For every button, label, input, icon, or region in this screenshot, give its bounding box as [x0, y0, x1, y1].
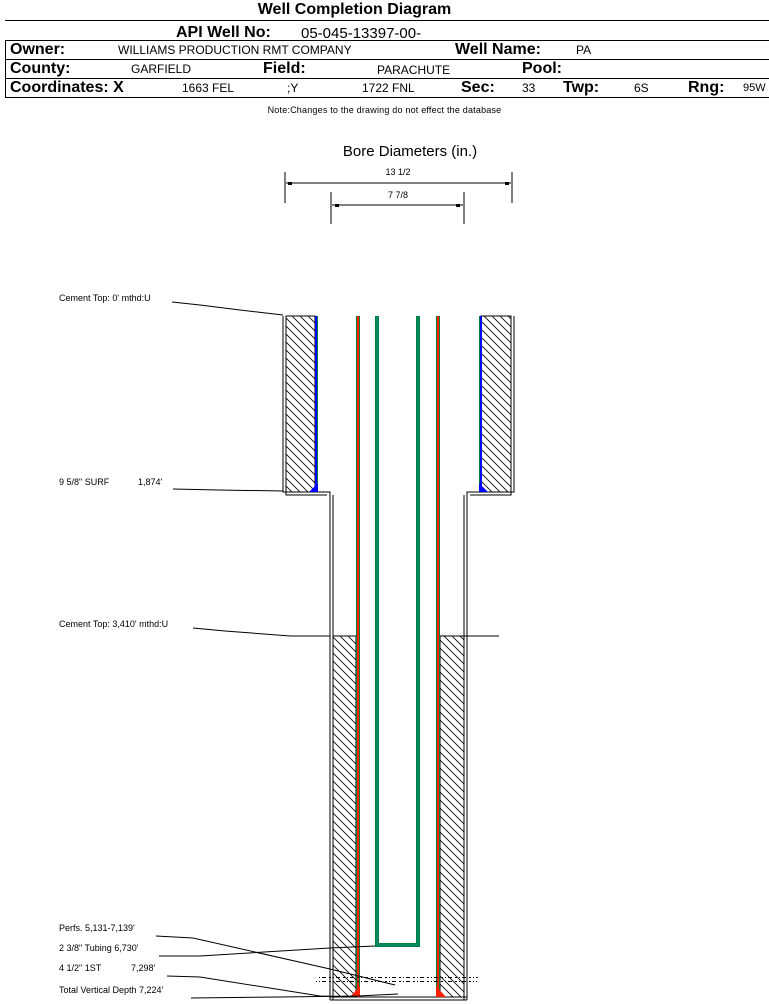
owner-label: Owner: [10, 41, 66, 58]
svg-text:2 3/8" Tubing 6,730': 2 3/8" Tubing 6,730' [59, 943, 139, 953]
api-well-no-label: API Well No: [176, 24, 271, 41]
svg-text:Perfs. 5,131-7,139': Perfs. 5,131-7,139' [59, 923, 135, 933]
svg-text:Cement Top: 0' mthd:U: Cement Top: 0' mthd:U [59, 293, 151, 303]
header-rule-1 [5, 40, 769, 41]
casing-shoe-right [479, 483, 488, 492]
county-value: GARFIELD [131, 62, 192, 76]
bore-diameter-label: 7 7/8 [388, 190, 408, 200]
coordinates-y-value: 1722 FNL [362, 81, 415, 95]
annotation-total-depth: Total Vertical Depth 7,224' [59, 985, 399, 999]
bore-diameter-label: 13 1/2 [385, 167, 410, 177]
annotation-surface-casing: 9 5/8" SURF 1,874' [59, 477, 284, 492]
annotation-tubing: 2 3/8" Tubing 6,730' [59, 943, 376, 957]
owner-value: WILLIAMS PRODUCTION RMT COMPANY [118, 43, 352, 57]
dimension-7-7-8: 7 7/8 [330, 190, 465, 224]
pool-label: Pool: [522, 60, 562, 77]
field-value: PARACHUTE [377, 63, 451, 77]
page-title: Well Completion Diagram [257, 1, 452, 18]
annotation-cement-top-production: Cement Top: 3,410' mthd:U [59, 619, 330, 637]
coordinates-y-label: ;Y [287, 81, 299, 95]
casing-shoe-left [309, 483, 318, 492]
rng-label: Rng: [688, 79, 725, 96]
svg-text:1,874': 1,874' [138, 477, 163, 487]
twp-label: Twp: [563, 79, 600, 96]
header-rule-2 [5, 59, 769, 60]
bore-diameters-title: Bore Diameters (in.) [343, 143, 477, 160]
header-rule-3 [5, 78, 769, 79]
svg-text:7,298': 7,298' [131, 963, 156, 973]
api-well-no-value: 05-045-13397-00- [301, 25, 422, 42]
svg-text:9 5/8" SURF: 9 5/8" SURF [59, 477, 110, 487]
sec-label: Sec: [461, 79, 495, 96]
svg-text:Cement Top: 3,410' mthd:U: Cement Top: 3,410' mthd:U [59, 619, 168, 629]
annotation-cement-top-surface: Cement Top: 0' mthd:U [59, 293, 284, 316]
twp-value: 6S [634, 81, 649, 95]
header-top-rule [5, 20, 769, 21]
production-cement-right [439, 635, 465, 998]
svg-text:Total Vertical Depth 7,224': Total Vertical Depth 7,224' [59, 985, 164, 995]
coordinates-x-label: Coordinates: X [10, 79, 124, 96]
well-name-label: Well Name: [455, 41, 541, 58]
coordinates-x-value: 1663 FEL [182, 81, 235, 95]
field-label: Field: [263, 60, 306, 77]
surface-casing [309, 316, 488, 492]
county-label: County: [10, 60, 71, 77]
header-table [5, 40, 769, 98]
dimension-13-1-2: 13 1/2 [284, 167, 513, 203]
disclaimer-note: Note:Changes to the drawing do not effec… [267, 105, 502, 115]
annotation-perforations: Perfs. 5,131-7,139' [59, 923, 396, 986]
casing-shoe-left [350, 986, 360, 997]
sec-value: 33 [522, 81, 536, 95]
tubing [375, 316, 420, 947]
rng-value: 95W [743, 82, 766, 94]
perforations [315, 970, 478, 984]
surface-cement-right [480, 315, 512, 493]
surface-cement-left [285, 315, 316, 493]
production-cement-left [332, 635, 357, 998]
well-name-value: PA [576, 43, 592, 57]
svg-text:4 1/2" 1ST: 4 1/2" 1ST [59, 963, 102, 973]
production-casing [350, 316, 446, 997]
casing-shoe-right [436, 986, 446, 997]
